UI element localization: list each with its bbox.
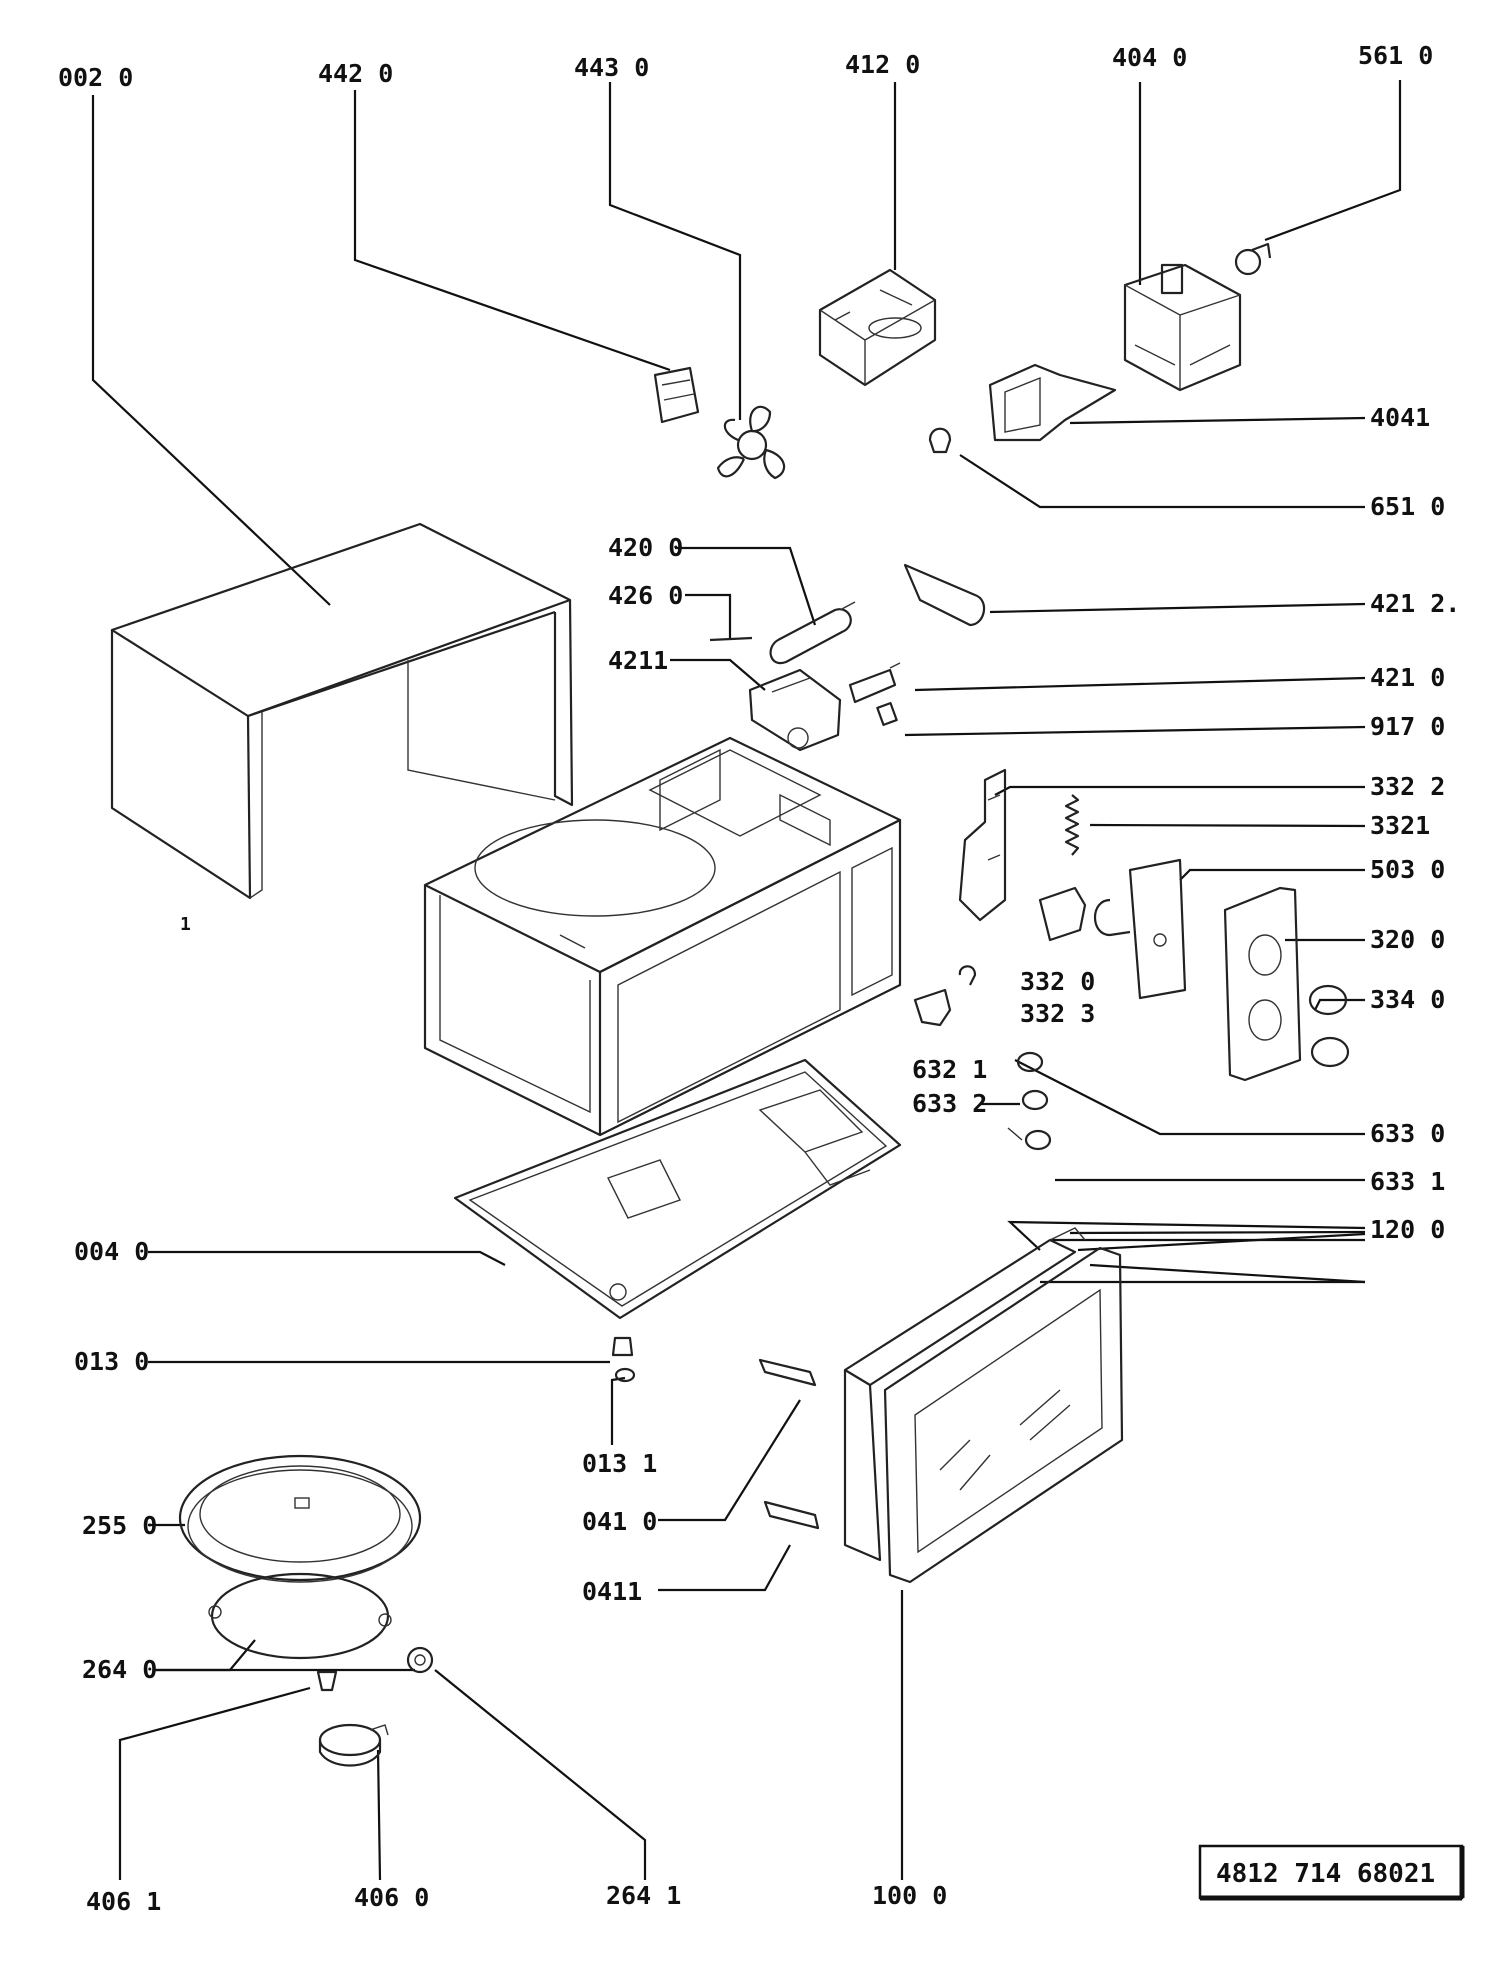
- label-4061: 406 1: [86, 1887, 161, 1916]
- label-5030: 503 0: [1370, 855, 1445, 884]
- label-4260: 426 0: [608, 581, 683, 610]
- label-9170: 917 0: [1370, 712, 1445, 741]
- label-6321: 632 1: [912, 1055, 987, 1084]
- diode-bracket-4211: [748, 668, 842, 752]
- fuse-holder-4210: [848, 662, 901, 704]
- label-4060: 406 0: [354, 1883, 429, 1912]
- label-6510: 651 0: [1370, 492, 1445, 521]
- leader-lines: [91, 80, 1402, 1881]
- microswitches-6330: [1007, 1051, 1052, 1151]
- knobs-3340: [1308, 984, 1350, 1068]
- document-code-box: 4812 714 68021: [1198, 1844, 1465, 1901]
- base-plate: [453, 1058, 902, 1320]
- spring-3321: [1064, 794, 1080, 856]
- label-2550: 255 0: [82, 1511, 157, 1540]
- glass-tray-2550: [178, 1454, 422, 1583]
- thermal-cutout-5610: [1234, 242, 1272, 276]
- label-4041: 4041: [1370, 403, 1430, 432]
- switch-3320: [1038, 886, 1087, 942]
- label-3200: 320 0: [1370, 925, 1445, 954]
- door-frame-1200: [843, 1227, 1086, 1562]
- label-0130: 013 0: [74, 1347, 149, 1376]
- label-4040: 404 0: [1112, 43, 1187, 72]
- label-1200: 120 0: [1370, 1215, 1445, 1244]
- label-4200: 420 0: [608, 533, 683, 562]
- switch-holder-6321: [913, 988, 952, 1027]
- label-3340: 334 0: [1370, 985, 1445, 1014]
- hinges-0410: [758, 1358, 820, 1530]
- cabinet: [423, 736, 902, 1137]
- fan-bracket-4420: [653, 366, 700, 424]
- label-0020: 002 0: [58, 63, 133, 92]
- transformer-4120: [818, 268, 937, 387]
- label-0131: 013 1: [582, 1449, 657, 1478]
- label-4430: 443 0: [574, 53, 649, 82]
- control-panel-3200: [1223, 886, 1302, 1082]
- roller-ring-2640: [208, 1572, 434, 1674]
- label-3320: 332 0: [1020, 967, 1095, 996]
- fan-blade-4430: [716, 405, 786, 480]
- label-mark: 1: [180, 914, 191, 935]
- turntable-motor-4060: [318, 1723, 389, 1767]
- label-3321: 3321: [1370, 811, 1430, 840]
- magnetron-4040: [1123, 263, 1242, 392]
- door-1000: [883, 1246, 1124, 1584]
- fuse-cover-4212: [903, 563, 986, 627]
- waveguide-4041: [988, 363, 1117, 442]
- label-2640: 264 0: [82, 1655, 157, 1684]
- label-1000: 100 0: [872, 1881, 947, 1910]
- label-3323: 332 3: [1020, 999, 1095, 1028]
- lamp-6510: [928, 427, 952, 454]
- label-4420: 442 0: [318, 59, 393, 88]
- label-3322: 332 2: [1370, 772, 1445, 801]
- label-6331: 633 1: [1370, 1167, 1445, 1196]
- part-labels: 002 0 442 0 443 0 412 0 404 0 561 0 4041…: [58, 41, 1460, 1916]
- outer-cover: [110, 522, 574, 900]
- label-4212: 421 2.: [1370, 589, 1460, 618]
- label-0411: 0411: [582, 1577, 642, 1606]
- label-2641: 264 1: [606, 1881, 681, 1910]
- label-6330: 633 0: [1370, 1119, 1445, 1148]
- latch-bracket-3322: [958, 768, 1007, 922]
- label-4211: 4211: [608, 646, 668, 675]
- label-5610: 561 0: [1358, 41, 1433, 70]
- capacitor-4200: [769, 601, 856, 665]
- document-code: 4812 714 68021: [1216, 1859, 1435, 1889]
- label-0040: 004 0: [74, 1237, 149, 1266]
- label-6332: 633 2: [912, 1089, 987, 1118]
- fuse-9170: [876, 702, 898, 726]
- clip-3323: [958, 965, 977, 986]
- feet-0130: [611, 1336, 636, 1383]
- label-4210: 421 0: [1370, 663, 1445, 692]
- label-4120: 412 0: [845, 50, 920, 79]
- label-0410: 041 0: [582, 1507, 657, 1536]
- coupler-4061: [316, 1670, 338, 1692]
- resistor-4260: [709, 636, 753, 642]
- timer-5030: [1094, 858, 1187, 1000]
